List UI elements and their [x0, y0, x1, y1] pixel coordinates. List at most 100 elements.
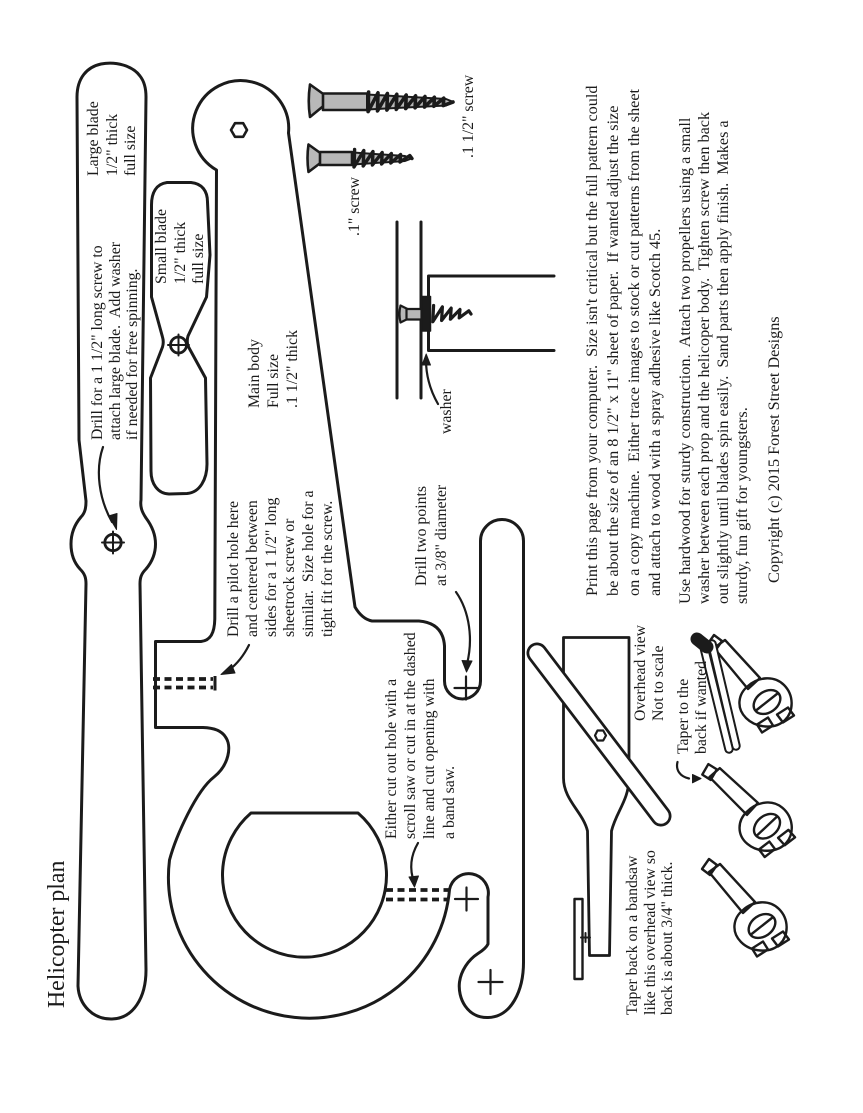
sketch-rotor-cap: [690, 632, 714, 654]
screw-long-label: .1 1/2" screw: [459, 74, 477, 158]
annotation-arrows: [97, 353, 702, 888]
overhead-blade-fill: [529, 645, 669, 824]
arrow-drill-two-points: [454, 590, 472, 666]
drill-pilot-note-line1: Drill a pilot hole here: [224, 501, 242, 637]
small-blade-label-line3: full size: [190, 233, 207, 284]
overhead-view-drawing: [526, 636, 672, 981]
screw-long-head: [307, 83, 326, 119]
arrow-drill-two-points-head: [461, 660, 473, 673]
screw-long-shank: [321, 92, 370, 112]
taper-to-back-note-line2: back if wanted: [692, 661, 709, 754]
instructions-paragraph-2-line1: Use hardwood for sturdy construction. At…: [675, 117, 694, 604]
small-blade-hole-cross: [167, 333, 190, 357]
main-body-drawing: [153, 79, 526, 1020]
cut-hole-note-line4: a band saw.: [440, 765, 458, 839]
drill-pilot-note-line3: sides for a 1 1/2" long: [262, 497, 280, 637]
taper-bandsaw-note-line1: Taper back on a bandsaw: [623, 855, 641, 1015]
arrow-drill-pilot-head: [220, 664, 236, 675]
sketch-body-2: [699, 755, 799, 864]
drill-pilot-note-line2: and centered between: [243, 500, 261, 637]
sketch-body-3: [700, 857, 791, 958]
arrow-washer: [424, 358, 440, 406]
drill-two-points-note-line1: Drill two points: [413, 485, 430, 586]
small-blade-outline: [149, 181, 212, 496]
cut-in-dashed: [386, 888, 449, 902]
blade-slot-dashed: [153, 676, 217, 691]
main-body-inner-hole: [221, 811, 388, 959]
sketch-rotor-fill: [701, 644, 732, 752]
drill-point-marks: [453, 675, 504, 996]
instructions-paragraph-1-line2: be about the size of an 8 1/2" x 11" she…: [604, 105, 622, 596]
washer-block: [420, 295, 432, 332]
overhead-tail-rotor: [573, 897, 584, 981]
drill-point-1: [453, 675, 479, 701]
drill-pilot-note-line5: similar. Size hole for a: [299, 490, 317, 637]
washer-diagram: [395, 220, 556, 400]
arrow-taper-back-head: [692, 774, 702, 784]
screw-short-threads: [352, 147, 414, 169]
drill-point-3: [477, 968, 504, 996]
drill-large-blade-note-line1: Drill for a 1 1/2" long screw to: [88, 245, 106, 440]
instructions-paragraph-2: Use hardwood for sturdy construction. At…: [676, 112, 752, 604]
screw-long-threads: [366, 90, 455, 114]
small-blade-label-line2: 1/2" thick: [171, 221, 189, 284]
rotor-shaft-hole: [229, 121, 249, 139]
large-blade-label-line2: 1/2" thick: [103, 113, 120, 176]
large-blade-drawing: [69, 61, 157, 1021]
cut-hole-note-line3: line and cut opening with: [421, 678, 439, 839]
large-blade-label-line1: Large blade: [84, 101, 102, 176]
screw-short-drawing: [306, 143, 414, 174]
small-blade-drawing: [149, 181, 212, 496]
screw-short-label: .1" screw: [345, 176, 363, 236]
instructions-paragraph-2-line2: washer between each prop and the helicop…: [694, 111, 713, 604]
small-blade-label-line1: Small blade: [153, 208, 170, 284]
arrow-cut-hole-head: [408, 875, 419, 888]
sketch-rotor2-fill: [709, 641, 739, 749]
main-body-label-line2: Full size: [265, 354, 282, 408]
drill-pilot-note-line4: sheetrock screw or: [280, 518, 298, 637]
overhead-tail-screw: [580, 932, 591, 943]
drill-point-2: [453, 886, 480, 912]
drill-large-blade-note-line2: attach large blade. Add washer: [106, 242, 123, 440]
washer-label: washer: [437, 389, 455, 434]
cut-hole-note-line2: scroll saw or cut in at the dashed: [402, 632, 420, 839]
overhead-view-label-line2: Not to scale: [650, 645, 667, 721]
taper-bandsaw-note-line3: back is about 3/4" thick.: [658, 861, 676, 1015]
sketch-with-rotor: [690, 632, 796, 754]
instructions-paragraph-2-line3: out slightly until blades spin easily. S…: [713, 120, 732, 604]
instructions-paragraph-1-line4: and attach to wood with a spray adhesive…: [646, 228, 664, 596]
page-title: Helicopter plan: [44, 860, 70, 1008]
overhead-view-label-line1: Overhead view: [632, 624, 649, 721]
drill-two-points-note-line2: at 3/8" diameter: [433, 484, 450, 586]
large-blade-label-line3: full size: [121, 125, 139, 176]
taper-to-back-note-line1: Taper to the: [674, 678, 692, 754]
taper-bandsaw-note-line2: like this overhead view so: [641, 850, 659, 1015]
large-blade-hole-cross: [101, 530, 125, 555]
screw-short-shank: [318, 150, 354, 167]
overhead-shaft-hole: [593, 729, 608, 742]
copyright-line: Copyright (c) 2015 Forest Street Designs: [764, 316, 783, 583]
main-body-outline: [154, 79, 526, 1020]
instructions-paragraph-1: Print this page from your computer. Size…: [582, 86, 666, 596]
drill-large-blade-note-line3: if needed for free spinning.: [123, 268, 141, 440]
instructions-paragraph-1-line1: Print this page from your computer. Size…: [583, 85, 601, 596]
arrow-drill-large-blade-head: [108, 513, 118, 530]
arrow-washer-head: [421, 353, 431, 366]
arrow-drill-large-blade: [97, 445, 114, 524]
large-blade-outline: [69, 61, 157, 1021]
instructions-paragraph-1-line3: on a copy machine. Either trace images t…: [625, 88, 643, 596]
washer-screw-threads: [431, 303, 473, 324]
main-body-label-line3: .1 1/2" thick: [284, 330, 301, 408]
instructions-paragraph-2-line4: sturdy, fun gift for youngsters.: [732, 407, 751, 604]
arrow-taper-back: [675, 760, 691, 780]
